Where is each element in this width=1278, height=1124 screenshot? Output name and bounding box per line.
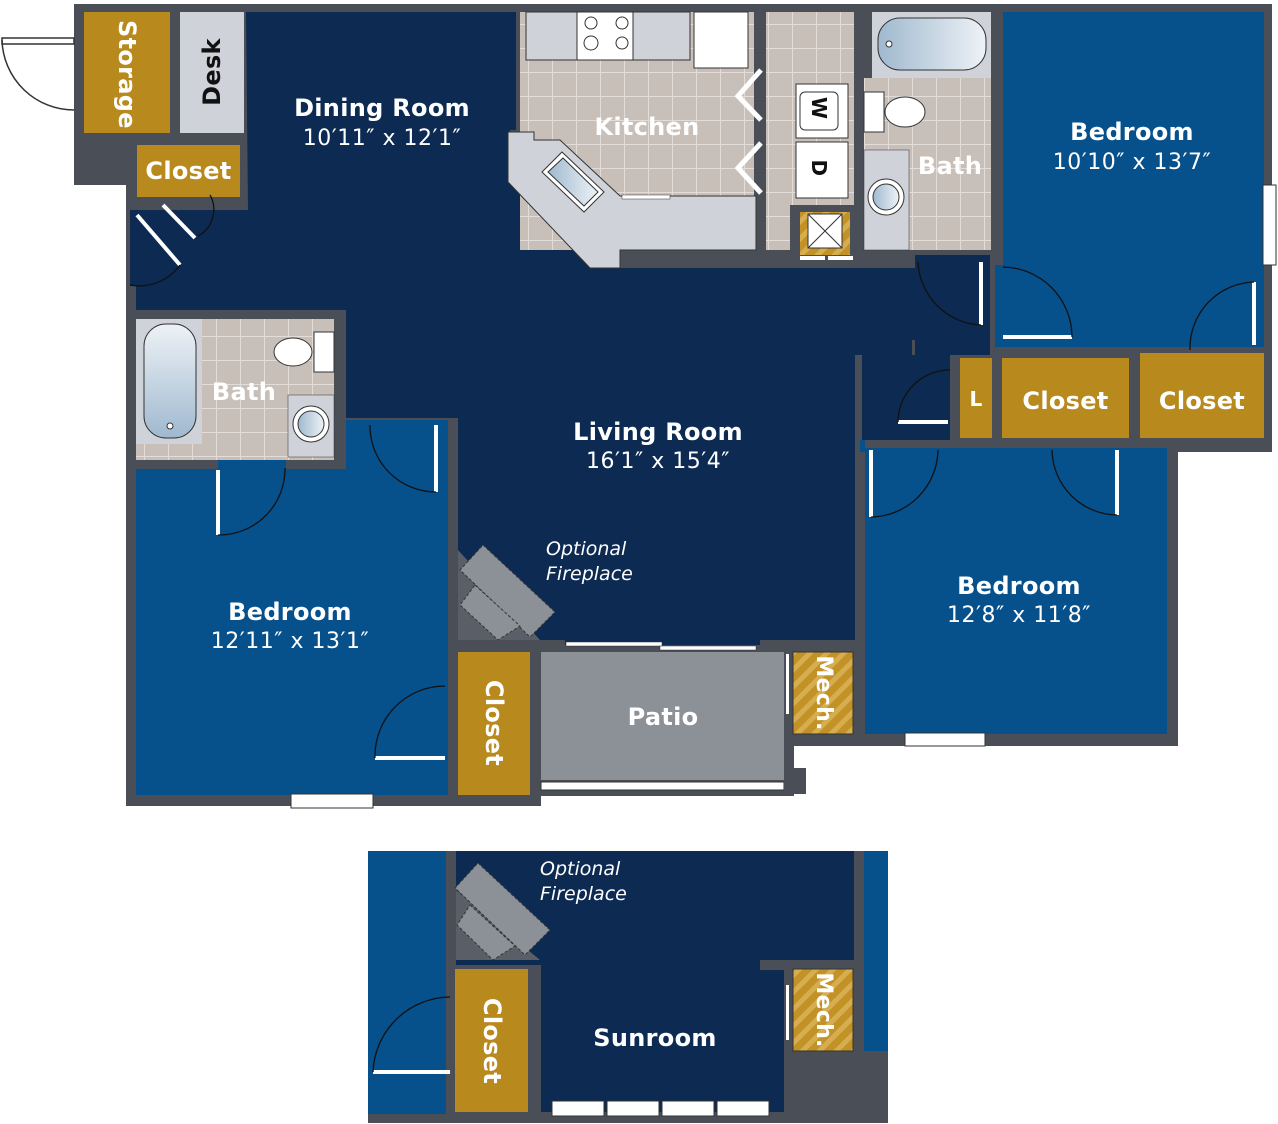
dryer-label: D <box>807 159 831 177</box>
patio-floor <box>541 652 784 780</box>
closet-ne-2-label: Closet <box>1158 387 1246 415</box>
fireplace-note-line2: Fireplace <box>546 563 633 585</box>
kitchen-label: Kitchen <box>594 113 700 141</box>
dining-room-dims: 10′11″ x 12′1″ <box>302 126 462 151</box>
bedroom-se-dims: 12′8″ x 11′8″ <box>947 603 1091 628</box>
closet-ne-2 <box>1140 353 1264 438</box>
desk-area <box>180 12 244 133</box>
refrigerator-icon <box>693 11 749 69</box>
door-swings <box>129 194 1256 760</box>
bedroom-w-label: Bedroom <box>228 598 352 626</box>
entry-closet <box>137 145 240 197</box>
washer-icon <box>795 83 849 139</box>
toilet-icon <box>273 331 335 373</box>
desk-label: Desk <box>198 38 226 106</box>
fireplace-note-line1: Optional <box>546 538 627 560</box>
washer-label: W <box>807 96 831 120</box>
kitchen-sink-icon <box>541 151 605 213</box>
sunroom-fireplace-note: Optional Fireplace <box>540 857 660 907</box>
storage-label: Storage <box>113 20 141 129</box>
bedroom-ne-label: Bedroom <box>1070 118 1194 146</box>
master-bath-label: Bath <box>917 152 983 180</box>
sunroom-fireplace-line1: Optional <box>540 858 621 880</box>
closet-ne-1-label: Closet <box>1022 387 1109 415</box>
west-bath-label: Bath <box>211 378 277 406</box>
window <box>1262 184 1277 266</box>
patio-label: Patio <box>627 703 699 731</box>
fireplace-icon <box>458 544 556 641</box>
living-room-label: Living Room <box>573 418 743 446</box>
dining-room-label: Dining Room <box>294 94 470 122</box>
sunroom-fireplace-line2: Fireplace <box>540 883 627 905</box>
bedroom-ne-dims: 10′10″ x 13′7″ <box>1052 150 1212 175</box>
fireplace-note: Optional Fireplace <box>546 537 666 587</box>
bathtub-icon <box>143 323 197 439</box>
bedroom-w-dims: 12′11″ x 13′1″ <box>210 629 370 654</box>
closet-sunroom <box>455 969 528 1112</box>
closet-ne-1 <box>1002 358 1129 438</box>
entry-closet-label: Closet <box>145 157 232 185</box>
sunroom-label: Sunroom <box>593 1024 717 1052</box>
sunroom-option-plan <box>368 851 888 1123</box>
toilet-icon <box>863 91 926 133</box>
window <box>904 732 986 747</box>
bedroom-se-label: Bedroom <box>957 572 1081 600</box>
linen-closet <box>960 358 992 438</box>
dryer-icon <box>795 141 849 199</box>
mech-sunroom <box>792 968 854 1052</box>
entry-door-icon <box>1 37 75 111</box>
sink-icon <box>292 405 330 443</box>
linen-closet-label: L <box>969 387 983 411</box>
sunroom-closet-label: Closet <box>478 997 506 1085</box>
bedroom-w-floor <box>136 420 448 795</box>
window <box>290 793 374 809</box>
closet-west-label: Closet <box>480 679 508 767</box>
sunroom-mech-label: Mech. <box>811 972 836 1048</box>
mech-label: Mech. <box>811 655 836 731</box>
bedroom-ne-floor <box>1003 12 1264 347</box>
mech-closet <box>792 651 854 735</box>
main-living-area <box>130 12 985 645</box>
closet-west <box>458 652 530 795</box>
water-heater-icon <box>790 205 855 260</box>
bifold-door-icon <box>734 68 763 195</box>
storage-room <box>84 12 170 133</box>
bathtub-icon <box>877 17 987 71</box>
stove-icon <box>576 11 634 61</box>
living-room-dims: 16′1″ x 15′4″ <box>586 449 730 474</box>
sink-icon <box>867 178 905 216</box>
kitchen-counter <box>507 131 757 269</box>
